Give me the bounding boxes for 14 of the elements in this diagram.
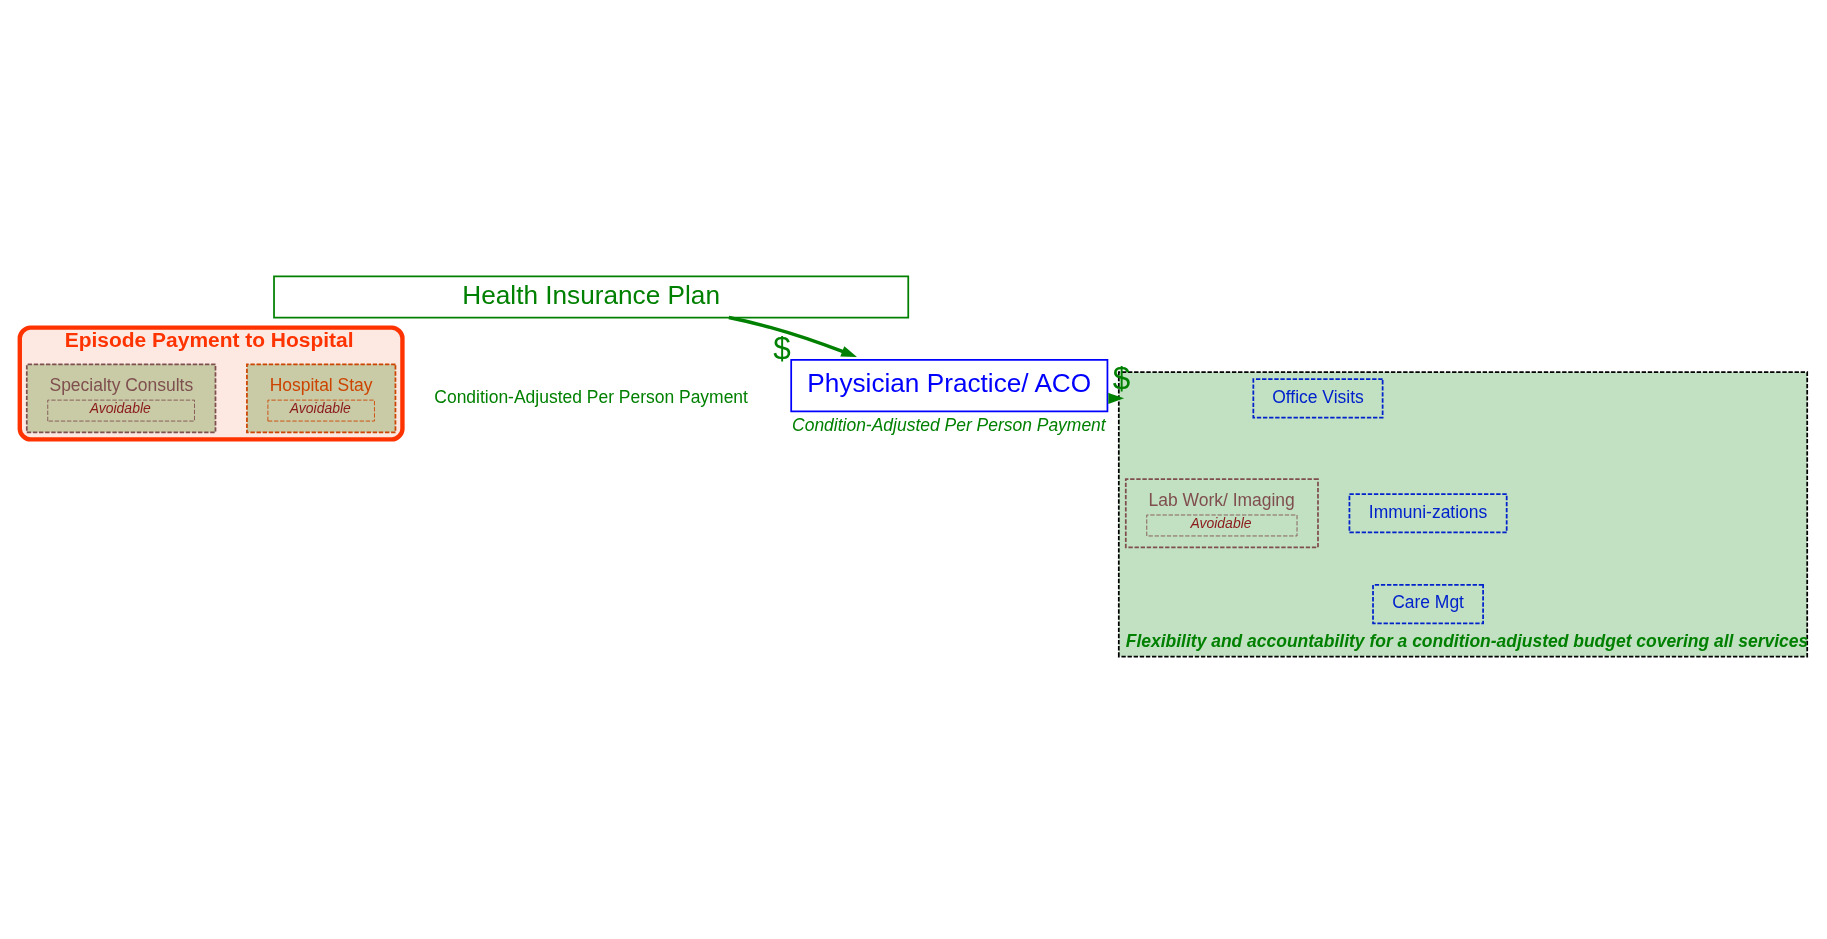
node-label: Condition-Adjusted Per Person Payment — [792, 414, 1106, 435]
edge-label: $ — [773, 330, 791, 366]
node-box: Specialty Consults Avoidable — [25, 362, 217, 433]
label: Condition-Adjusted Per Person Payment — [434, 386, 748, 407]
node-box: Lab Work/ Imaging Avoidable — [1124, 477, 1319, 548]
node-box: Care Mgt — [1372, 583, 1484, 624]
node-box: Office Visits — [1252, 377, 1384, 418]
arrow — [1108, 392, 1125, 404]
arrow — [728, 315, 857, 357]
node-box: Health Insurance Plan — [273, 275, 910, 318]
edge-label: $ — [1112, 360, 1131, 396]
node-box: Hospital Stay Avoidable — [246, 362, 397, 433]
node-label: Flexibility and accountability for a condition-adjusted budget covering all services — [1125, 630, 1809, 651]
node-box: Immuni-zations — [1348, 492, 1508, 533]
